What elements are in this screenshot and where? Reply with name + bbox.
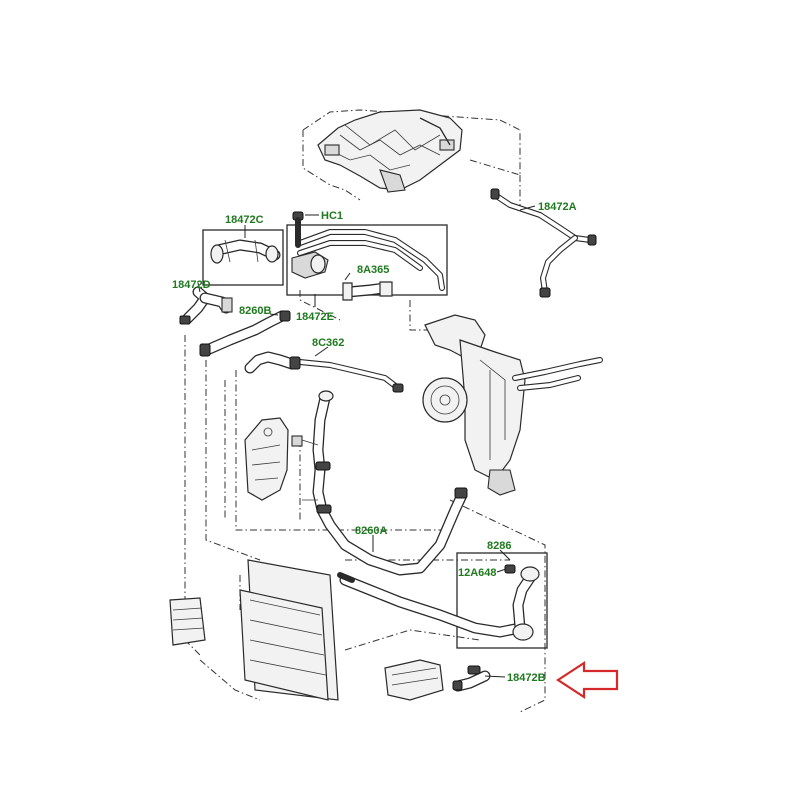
pipe-hc1-assembly (286, 211, 448, 296)
label-8260B: 8260B (239, 305, 271, 317)
label-18472E: 18472E (296, 311, 334, 323)
label-8286: 8286 (487, 540, 511, 552)
radiator-assembly (169, 559, 339, 701)
red-outline-arrow-left-icon (555, 660, 619, 700)
label-18472A: 18472A (538, 201, 577, 213)
hose-18472D (179, 286, 233, 325)
water-pump-assembly (422, 314, 603, 496)
hose-8A365 (342, 281, 393, 301)
label-12A648: 12A648 (458, 567, 497, 579)
pipe-8C362 (244, 351, 404, 393)
hose-8260B (199, 310, 291, 357)
hose-8260A (301, 390, 468, 576)
hose-8286 (337, 552, 548, 649)
label-18472D: 18472D (172, 279, 211, 291)
label-18472C: 18472C (225, 214, 264, 226)
label-8260A: 8260A (355, 525, 387, 537)
phantom-guide-lines (184, 109, 546, 713)
pipe-18472A (490, 188, 597, 298)
label-18472B: 18472B (507, 672, 546, 684)
hose-18472C (202, 229, 284, 286)
part-18472B (384, 659, 491, 701)
intake-manifold (317, 109, 463, 193)
leader-lines (197, 205, 536, 678)
timing-cover (244, 417, 303, 501)
label-8C362: 8C362 (312, 337, 344, 349)
part-labels: 18472C HC1 18472A 8A365 18472D 8260B 184… (172, 201, 577, 684)
label-hc1: HC1 (321, 210, 343, 222)
label-8A365: 8A365 (357, 264, 389, 276)
